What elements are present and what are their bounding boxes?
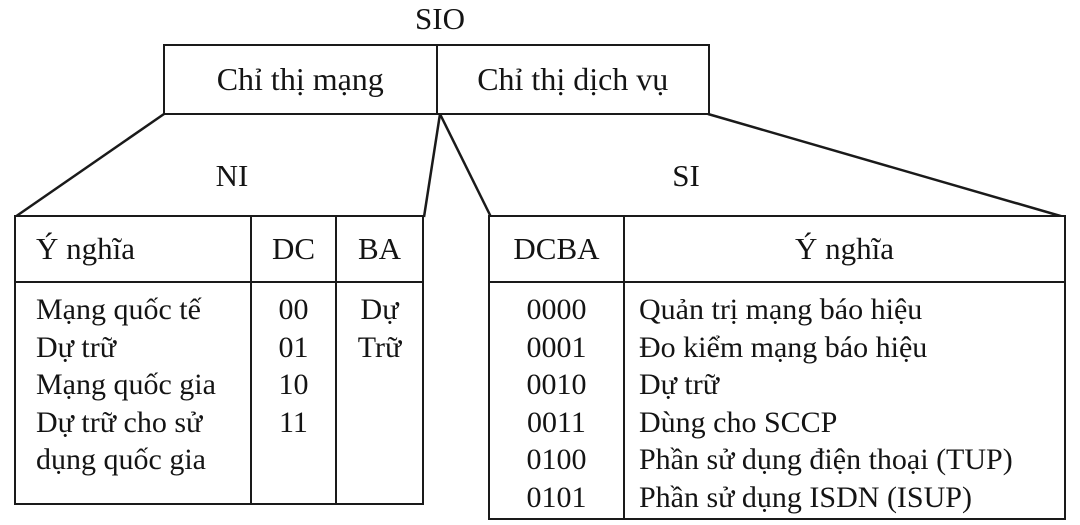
ni-column-dc: 00 01 10 11 <box>252 283 337 503</box>
ni-column-meaning: Mạng quốc tế Dự trữ Mạng quốc gia Dự trữ… <box>16 283 252 503</box>
si-meaning-line: Đo kiểm mạng báo hiệu <box>639 330 928 364</box>
si-code: 0001 <box>526 330 587 364</box>
si-meaning-line: Dùng cho SCCP <box>639 405 838 439</box>
si-code: 0010 <box>526 368 587 401</box>
sio-title: SIO <box>415 1 465 36</box>
si-meaning-line: Phần sử dụng điện thoại (TUP) <box>639 443 1013 476</box>
si-meaning-line: Dự trữ <box>639 368 720 401</box>
ni-ba-line: Trữ <box>357 330 402 364</box>
connector-left-inner <box>422 113 442 218</box>
ni-dc-value: 00 <box>278 293 309 326</box>
ni-label: NI <box>215 158 249 193</box>
si-code: 0101 <box>526 480 587 514</box>
connector-right-inner <box>438 113 493 218</box>
ni-dc-value: 10 <box>278 368 309 401</box>
si-label: SI <box>672 158 700 193</box>
ni-column-ba: Dự Trữ <box>337 283 422 503</box>
si-meaning-line: Quản trị mạng báo hiệu <box>639 293 923 326</box>
connector-right-outer <box>707 112 1065 219</box>
ni-meaning-line: Dự trữ <box>36 330 117 364</box>
sio-octet-box: Chỉ thị mạng Chỉ thị dịch vụ <box>163 44 710 115</box>
si-code: 0011 <box>527 405 586 439</box>
service-indicator-cell: Chỉ thị dịch vụ <box>477 61 669 97</box>
ni-dc-value: 11 <box>279 405 308 439</box>
si-header-dcba: DCBA <box>490 217 625 283</box>
ni-header-ba: BA <box>337 217 422 283</box>
network-indicator-cell: Chỉ thị mạng <box>165 46 438 113</box>
ni-table: Ý nghĩa DC BA Mạng quốc tế Dự trữ Mạng q… <box>14 215 424 505</box>
ni-meaning-line: Mạng quốc gia <box>36 368 216 401</box>
si-code: 0000 <box>526 293 587 326</box>
si-meaning-line: Phần sử dụng ISDN (ISUP) <box>639 480 972 514</box>
ni-header-dc: DC <box>252 217 337 283</box>
si-column-meaning: Quản trị mạng báo hiệu Đo kiểm mạng báo … <box>625 283 1064 518</box>
si-code: 0100 <box>526 443 587 476</box>
si-header-meaning: Ý nghĩa <box>625 217 1064 283</box>
si-table: DCBA Ý nghĩa 0000 0001 0010 0011 0100 01… <box>488 215 1066 520</box>
ni-meaning-line: Mạng quốc tế <box>36 293 201 326</box>
ni-ba-line: Dự <box>360 293 399 326</box>
ni-header-meaning: Ý nghĩa <box>16 217 252 283</box>
ni-meaning-line: dụng quốc gia <box>36 443 206 476</box>
si-column-codes: 0000 0001 0010 0011 0100 0101 <box>490 283 625 518</box>
ni-meaning-line: Dự trữ cho sử <box>36 405 203 439</box>
ni-dc-value: 01 <box>278 330 309 364</box>
connector-left-outer <box>14 112 165 219</box>
